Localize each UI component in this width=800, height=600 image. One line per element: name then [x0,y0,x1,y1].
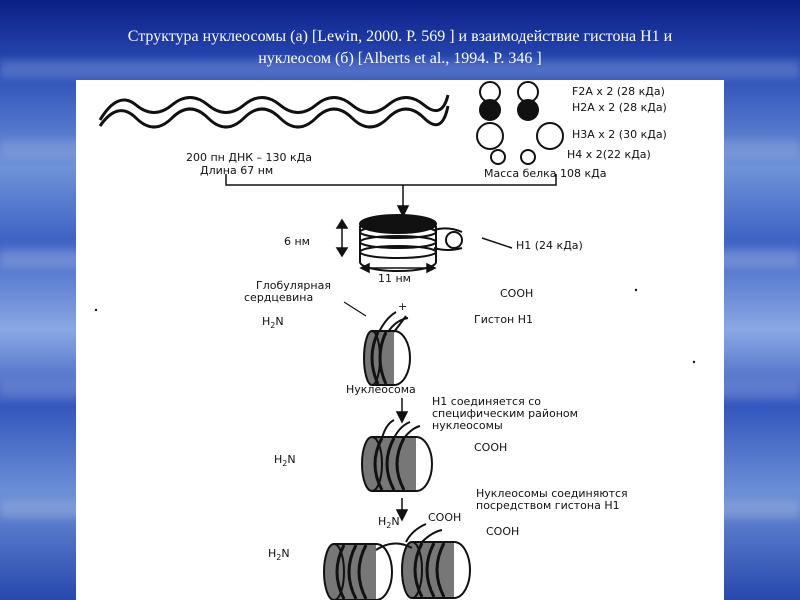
nucleosome-pair [323,523,471,600]
converging-arrows [225,174,557,218]
dna-double-helix [98,94,450,129]
step3-line-1: Нуклеосомы соединяются [476,487,628,500]
h4-circle-2 [520,149,536,165]
h2n-label-3: H2N [378,515,400,531]
h2b-label: F2A x 2 (28 кДа) [572,85,665,98]
speck [94,308,98,312]
histone-circles [476,81,564,165]
dna-bp-label: 200 пн ДНК – 130 кДа [186,151,313,164]
slide-title-line-2: нуклеосом (б) [Alberts et al., 1994. P. … [258,50,542,67]
h2a-circle-1 [479,99,501,121]
globular-pointer [343,301,367,317]
slide-title-line-1: Структура нуклеосомы (а) [Lewin, 2000. P… [127,28,673,45]
speck [692,360,696,364]
h2n-label-1: H2N [262,315,284,331]
nucleosome-2 [361,419,433,492]
h3a-circle-2 [536,122,564,150]
h2n-label-2: H2N [274,453,296,469]
globular-label-line-2: сердцевина [244,291,314,304]
h4-label: H4 x 2(22 кДа) [567,148,651,161]
dna-length-label: Длина 67 нм [200,164,274,177]
step3-line-2: посредством гистона H1 [476,499,620,512]
step2-line-1: H1 соединяется со [432,395,541,408]
h2n-label-4: H2N [268,547,290,563]
dimension-lines [335,218,513,274]
cooh-label-2: COOH [474,441,508,454]
slide-title: Структура нуклеосомы (а) [Lewin, 2000. P… [0,26,800,70]
cooh-label-3: COOH [428,511,462,524]
step2-line-3: нуклеосомы [432,419,503,432]
core-particle [359,214,463,272]
protein-mass-label: Масса белка 108 кДа [484,167,607,180]
core-height-label: 6 нм [284,235,310,248]
arrow-1 [395,398,409,424]
speck [634,288,638,292]
h4-circle-1 [490,149,506,165]
core-width-label: 11 нм [378,272,411,285]
h3a-label: H3A x 2 (30 кДа) [572,128,667,141]
h1-mass-label: H1 (24 кДа) [516,239,583,252]
plus-sign: + [398,300,408,313]
nucleosome-diagram [94,81,696,600]
globular-label-line-1: Глобулярная [256,279,331,292]
h2a-circle-2 [517,99,539,121]
cooh-label-1: COOH [500,287,534,300]
cooh-label-4: COOH [486,525,520,538]
h2a-label: H2A x 2 (28 кДа) [572,101,667,114]
nucleosome-label: Нуклеосома [346,383,416,396]
arrow-2 [395,498,409,522]
histone-h1-label: Гистон H1 [474,313,534,326]
nucleosome-1 [363,311,411,386]
step2-line-2: специфическим районом [432,407,578,420]
diagram-panel: F2A x 2 (28 кДа) H2A x 2 (28 кДа) H3A x … [76,80,724,600]
h3a-circle-1 [476,122,504,150]
